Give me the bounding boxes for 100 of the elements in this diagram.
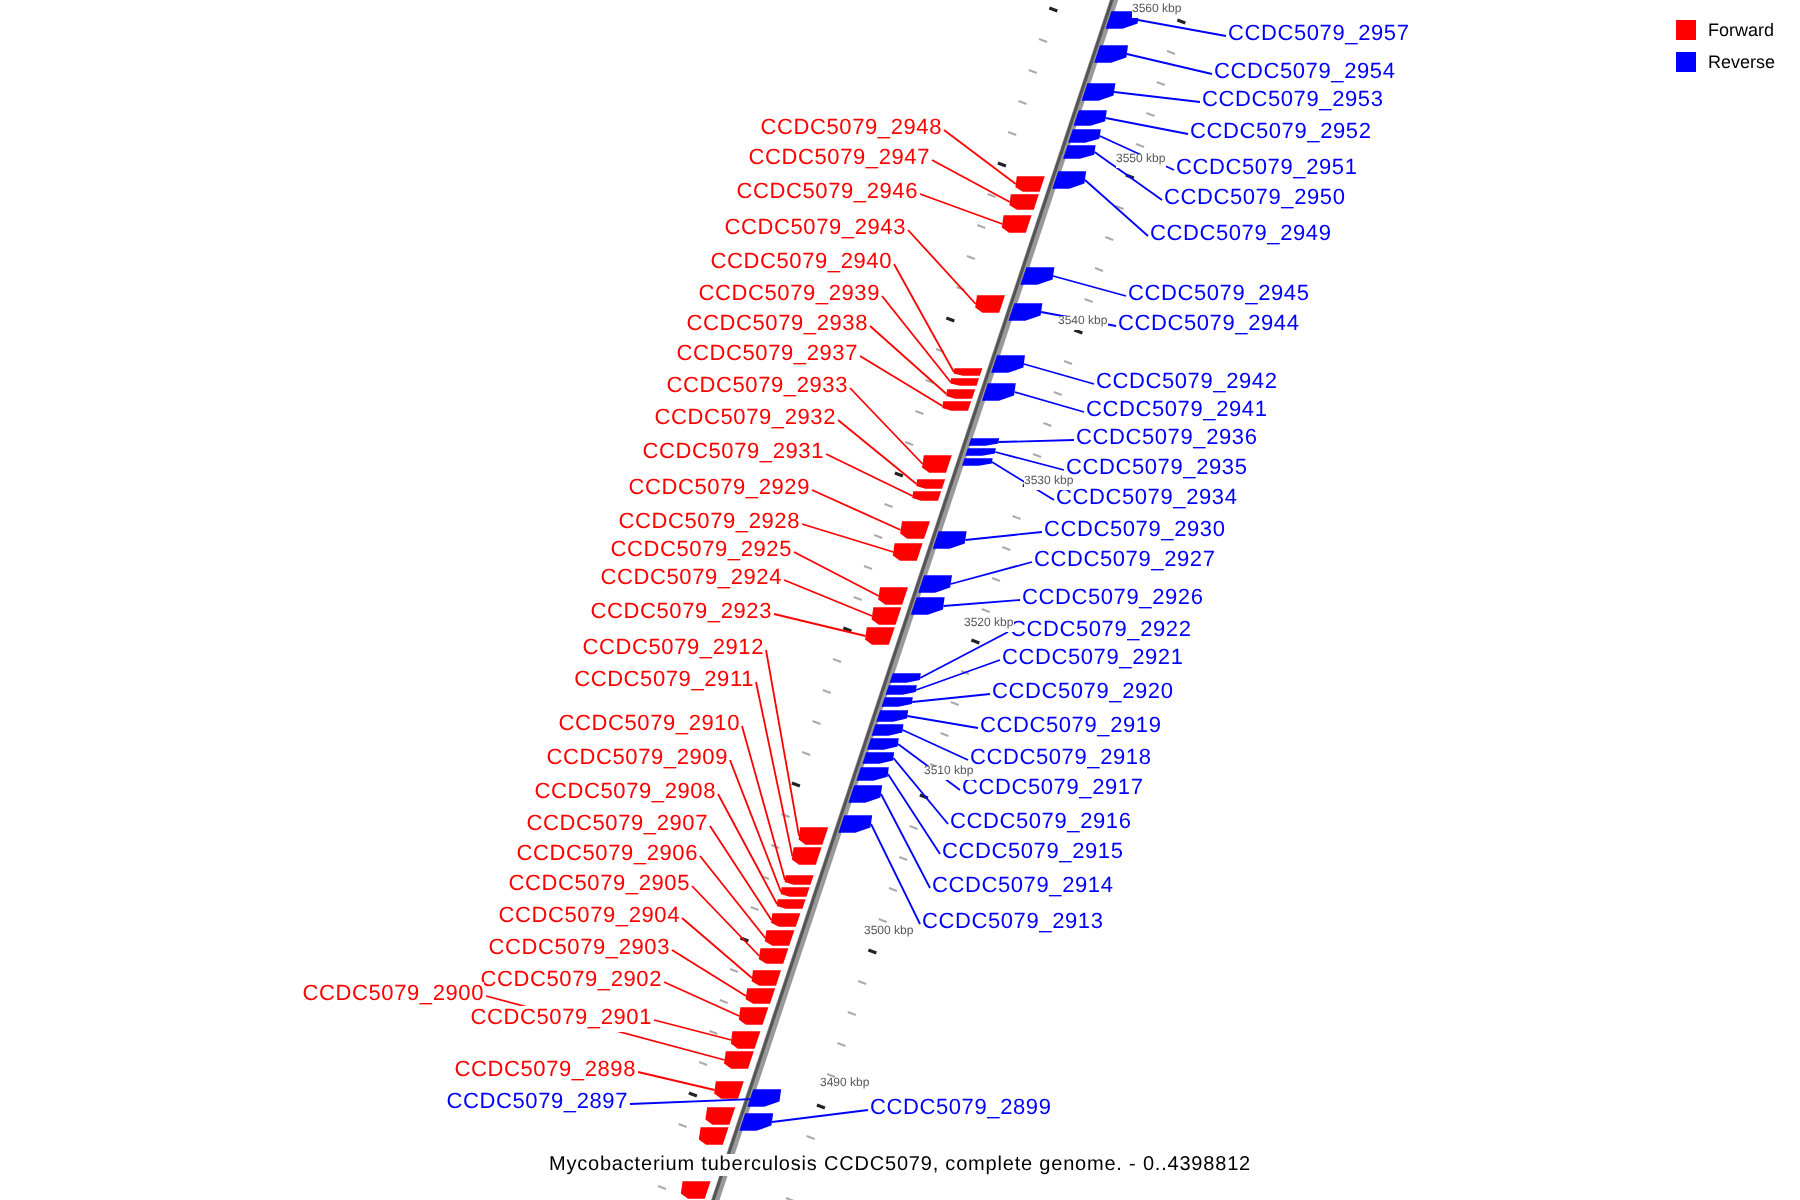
gene-block — [953, 368, 983, 376]
gene-block — [745, 988, 776, 1004]
leader-line — [1013, 391, 1085, 413]
leader-line — [997, 439, 1075, 443]
leader-line — [919, 193, 1004, 225]
gene-label: CCDC5079_2914 — [932, 874, 1114, 900]
leader-line — [1113, 91, 1201, 103]
gene-label: CCDC5079_2938 — [686, 312, 868, 338]
gene-block — [962, 458, 993, 466]
leader-line — [825, 453, 914, 497]
leader-line — [919, 631, 1009, 679]
leader-line — [849, 387, 924, 465]
gene-block — [1009, 194, 1039, 210]
gene-label: CCDC5079_2911 — [574, 668, 754, 694]
gene-label: CCDC5079_2915 — [942, 840, 1124, 866]
leader-line — [915, 659, 1001, 691]
gene-label: CCDC5079_2934 — [1056, 486, 1238, 512]
leader-line — [699, 855, 767, 939]
gene-label: CCDC5079_2912 — [582, 636, 764, 662]
gene-block — [968, 438, 1000, 446]
gene-label: CCDC5079_2910 — [558, 712, 740, 738]
gene-block — [1020, 267, 1055, 285]
gene-block — [1068, 129, 1101, 143]
leader-line — [869, 325, 948, 395]
gene-label: CCDC5079_2949 — [1150, 222, 1332, 248]
gene-block — [771, 913, 801, 927]
gene-block — [764, 930, 795, 946]
gene-label: CCDC5079_2954 — [1214, 60, 1396, 86]
gene-label: CCDC5079_2907 — [526, 812, 708, 838]
leader-line — [629, 1097, 781, 1105]
gene-label: CCDC5079_2898 — [454, 1058, 636, 1084]
leader-line — [1052, 275, 1127, 297]
leader-line — [793, 551, 880, 597]
leader-line — [681, 917, 753, 979]
gene-block — [916, 479, 946, 489]
gene-block — [876, 710, 909, 722]
gene-block — [862, 752, 895, 764]
gene-block — [1094, 45, 1128, 63]
leader-line — [637, 1071, 716, 1091]
gene-block — [698, 1127, 729, 1145]
leader-line — [801, 523, 895, 553]
gene-block — [878, 587, 908, 605]
leader-line — [755, 681, 794, 857]
gene-block — [739, 1113, 774, 1131]
gene-label: CCDC5079_2902 — [480, 968, 662, 994]
gene-block — [867, 738, 899, 750]
leader-line — [1093, 151, 1163, 201]
leader-line — [1022, 363, 1095, 385]
gene-block — [946, 389, 976, 399]
gene-label: CCDC5079_2943 — [724, 216, 906, 242]
gene-label: CCDC5079_2917 — [962, 776, 1144, 802]
gene-label: CCDC5079_2936 — [1076, 426, 1258, 452]
gene-block — [1081, 83, 1116, 101]
gene-block — [747, 1089, 782, 1107]
leader-line — [771, 1109, 869, 1123]
gene-label: CCDC5079_2918 — [970, 746, 1152, 772]
leader-line — [741, 725, 786, 881]
gene-label: CCDC5079_2937 — [676, 342, 858, 368]
leader-line — [773, 613, 867, 637]
gene-label: CCDC5079_2931 — [642, 440, 824, 466]
gene-block — [1001, 215, 1032, 233]
gene-label: CCDC5079_2952 — [1190, 120, 1372, 146]
gene-block — [784, 875, 814, 885]
gene-label: CCDC5079_2924 — [600, 566, 782, 592]
leader-line — [729, 759, 782, 893]
leader-line — [691, 885, 761, 957]
gene-block — [776, 899, 806, 909]
gene-block — [758, 948, 789, 964]
gene-label: CCDC5079_2916 — [950, 810, 1132, 836]
leader-line — [931, 159, 1011, 203]
leader-line — [880, 793, 931, 889]
leader-line — [717, 793, 778, 905]
gene-label: CCDC5079_2950 — [1164, 186, 1346, 212]
gene-label: CCDC5079_2935 — [1066, 456, 1248, 482]
leader-line — [671, 949, 747, 997]
leader-line — [653, 1019, 733, 1041]
gene-block — [965, 448, 996, 456]
gene-label: CCDC5079_2919 — [980, 714, 1162, 740]
leader-line — [892, 757, 949, 825]
leader-line — [1125, 53, 1213, 75]
gene-block — [892, 543, 923, 561]
leader-line — [870, 823, 921, 925]
gene-label: CCDC5079_2940 — [710, 250, 892, 276]
gene-block — [738, 1007, 769, 1025]
gene-label: CCDC5079_2913 — [922, 910, 1104, 936]
gene-block — [680, 1181, 711, 1199]
gene-label: CCDC5079_2944 — [1118, 312, 1300, 338]
leader-line — [994, 451, 1065, 471]
gene-label: CCDC5079_2945 — [1128, 282, 1310, 308]
gene-label: CCDC5079_2921 — [1002, 646, 1184, 672]
gene-block — [950, 378, 979, 386]
legend-label: Reverse — [1708, 50, 1776, 74]
leader-line — [949, 561, 1033, 585]
gene-block — [1073, 110, 1107, 126]
leader-line — [881, 295, 952, 383]
leader-line — [663, 981, 741, 1017]
gene-label: CCDC5079_2947 — [748, 146, 930, 172]
gene-block — [1052, 171, 1087, 189]
leader-line — [1137, 19, 1227, 37]
gene-block — [1105, 11, 1140, 29]
